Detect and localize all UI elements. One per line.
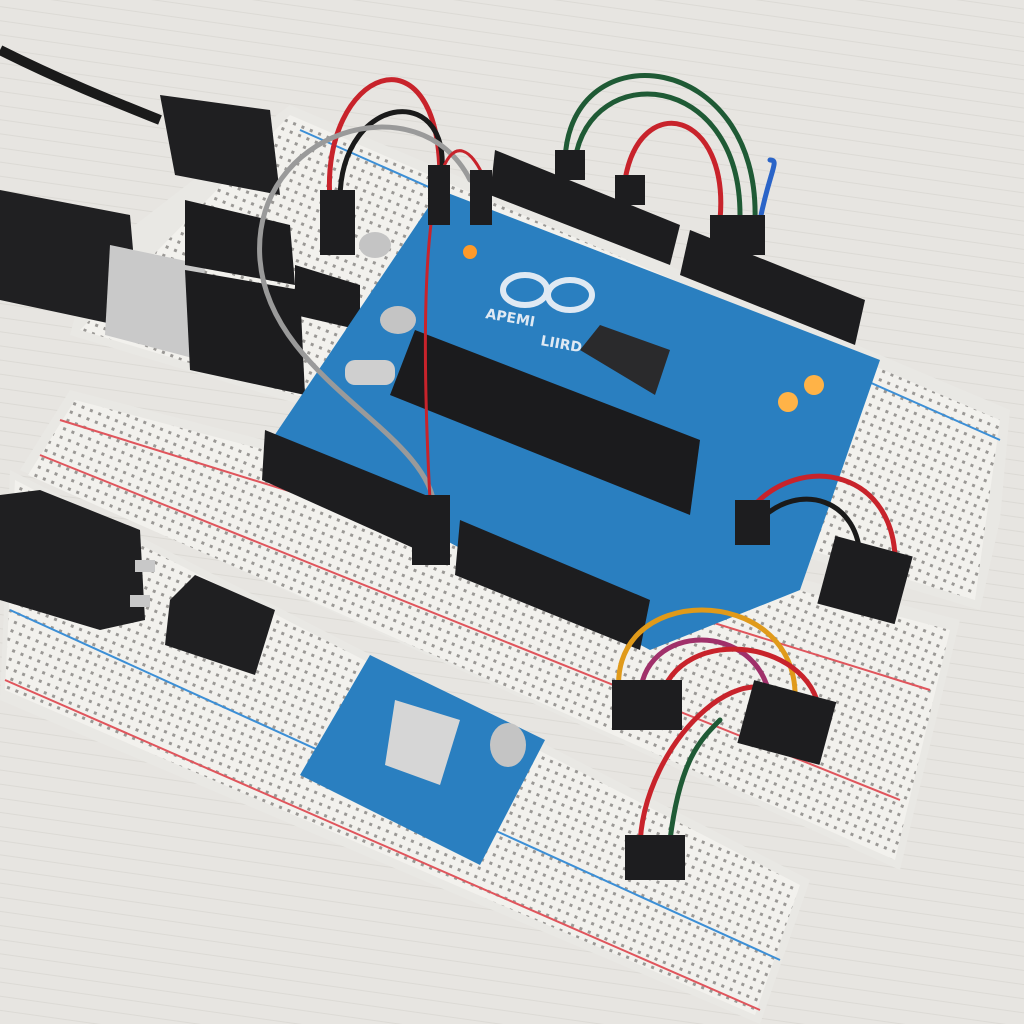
ic-chip (165, 575, 275, 675)
atmega-chip (390, 330, 700, 515)
capacitor-1 (359, 232, 391, 258)
led-orange-1 (778, 392, 798, 412)
header-top-left (490, 150, 680, 265)
capacitor-2 (380, 306, 416, 334)
svg-text:LIIRD: LIIRD (539, 333, 583, 356)
wire-connectors (320, 150, 913, 880)
header-top-right (680, 230, 865, 345)
arduino-board: APEMI LIIRD (262, 150, 880, 650)
led-orange-2 (804, 375, 824, 395)
power-jack (0, 490, 155, 630)
smd-chip (580, 325, 670, 395)
header-bottom-right (455, 520, 650, 650)
crystal (345, 360, 395, 385)
led-small (463, 245, 477, 259)
usb-cable (0, 45, 360, 395)
sensor-module (300, 655, 545, 865)
jumper-wires (257, 73, 898, 853)
header-bottom-left (262, 430, 450, 560)
